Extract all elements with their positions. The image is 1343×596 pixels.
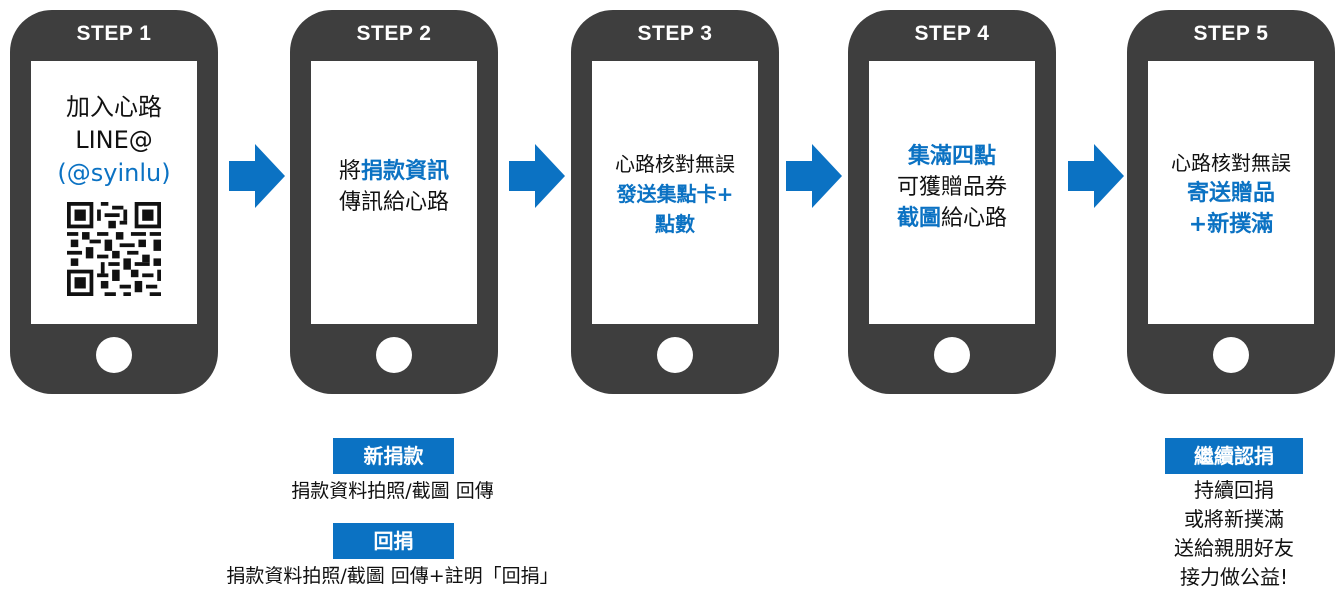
phone-step-3: STEP 3 心路核對無誤 發送集點卡+ 點數 xyxy=(571,10,779,394)
step-5-label: STEP 5 xyxy=(1193,22,1269,45)
step-4-line-3: 截圖給心路 xyxy=(869,203,1035,234)
qr-code-icon xyxy=(67,202,161,296)
continue-pledge-line-3: 送給親朋好友 xyxy=(1174,536,1294,560)
step-4-screen: 集滿四點 可獲贈品券 截圖給心路 xyxy=(869,61,1035,324)
arrow-right-icon xyxy=(1068,144,1124,208)
step-3-line-2: 發送集點卡+ xyxy=(616,182,734,206)
step-1-label: STEP 1 xyxy=(76,22,152,45)
phone-step-1: STEP 1 加入心路 LINE@ (@syinlu) xyxy=(10,10,218,394)
return-donation-text: 捐款資料拍照/截圖 回傳+註明「回捐」 xyxy=(226,565,559,587)
return-donation-tag: 回捐 xyxy=(333,523,454,559)
new-donation-tag: 新捐款 xyxy=(333,438,454,474)
continue-pledge-text: 持續回捐 或將新撲滿 送給親朋好友 接力做公益! xyxy=(1134,476,1334,592)
continue-pledge-line-1: 持續回捐 xyxy=(1194,478,1274,502)
arrow-right-icon xyxy=(229,144,285,208)
step-1-line-1: 加入心路 xyxy=(66,93,162,121)
home-button xyxy=(934,337,970,373)
step-2-label: STEP 2 xyxy=(356,22,432,45)
arrow-right-icon xyxy=(786,144,842,208)
phone-step-4: STEP 4 集滿四點 可獲贈品券 截圖給心路 xyxy=(848,10,1056,394)
continue-pledge-line-2: 或將新撲滿 xyxy=(1184,507,1284,531)
step-4-line-1: 集滿四點 xyxy=(907,144,996,169)
step-1-line-3: (@syinlu) xyxy=(57,159,171,187)
step-3-screen: 心路核對無誤 發送集點卡+ 點數 xyxy=(592,61,758,324)
step-4-label: STEP 4 xyxy=(914,22,990,45)
step-1-line-2: LINE@ xyxy=(75,126,153,154)
new-donation-text: 捐款資料拍照/截圖 回傳 xyxy=(291,480,494,502)
step-1-screen: 加入心路 LINE@ (@syinlu) xyxy=(31,61,197,324)
step-2-line-2: 傳訊給心路 xyxy=(338,190,449,215)
step-3-label: STEP 3 xyxy=(637,22,713,45)
step-4-line-3-rest: 給心路 xyxy=(941,206,1008,231)
step-2-line-1: 將捐款資訊 xyxy=(311,156,477,187)
phone-step-5: STEP 5 心路核對無誤 寄送贈品 +新撲滿 xyxy=(1127,10,1335,394)
step-3-line-3: 點數 xyxy=(655,212,695,236)
phone-step-2: STEP 2 將捐款資訊 傳訊給心路 xyxy=(290,10,498,394)
step-5-line-2: 寄送贈品 xyxy=(1186,181,1275,206)
home-button xyxy=(96,337,132,373)
step-4-line-2: 可獲贈品券 xyxy=(896,175,1007,200)
step-5-line-3: +新撲滿 xyxy=(1188,212,1274,237)
step-5-line-1: 心路核對無誤 xyxy=(1171,151,1291,175)
step-5-screen: 心路核對無誤 寄送贈品 +新撲滿 xyxy=(1148,61,1314,324)
step-2-line-1-highlight: 捐款資訊 xyxy=(361,159,450,184)
home-button xyxy=(657,337,693,373)
arrow-right-icon xyxy=(509,144,565,208)
home-button xyxy=(376,337,412,373)
step-2-line-1-prefix: 將 xyxy=(338,159,361,184)
step-2-screen: 將捐款資訊 傳訊給心路 xyxy=(311,61,477,324)
step-3-line-1: 心路核對無誤 xyxy=(615,152,735,176)
continue-pledge-tag: 繼續認捐 xyxy=(1165,438,1303,474)
step-4-line-3-highlight: 截圖 xyxy=(896,206,941,231)
continue-pledge-line-4: 接力做公益! xyxy=(1179,565,1289,589)
home-button xyxy=(1213,337,1249,373)
